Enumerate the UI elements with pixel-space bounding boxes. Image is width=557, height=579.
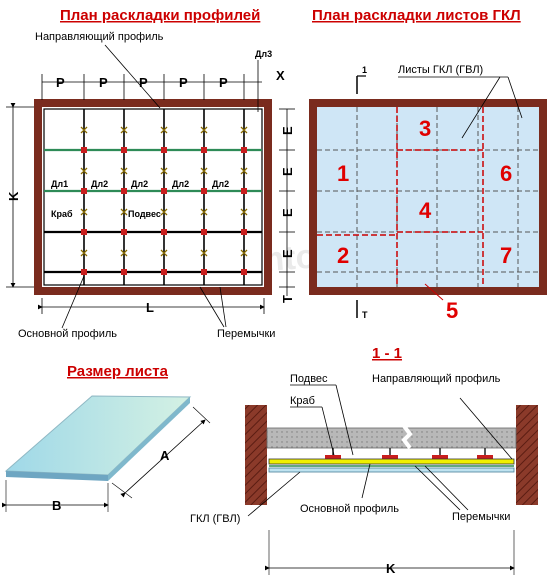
- section-main-profile: [268, 458, 515, 465]
- title-sheet-size: Размер листа: [67, 363, 169, 380]
- sheet-front-edge: [6, 471, 108, 481]
- section-mark-t: T: [362, 310, 368, 320]
- dim-e-1: E: [280, 126, 295, 135]
- dim-k-left: [6, 103, 34, 288]
- sheet-top-face: [4, 395, 192, 476]
- section-gkl-sheet: [268, 467, 515, 473]
- label-dl2-b: Дл2: [131, 179, 148, 189]
- sheets-area: [317, 107, 539, 287]
- dim-p-2: P: [99, 75, 108, 90]
- sheet-number-4: 4: [419, 198, 432, 223]
- label-hanger: Подвес: [128, 209, 161, 219]
- dim-x: X: [276, 68, 285, 83]
- sheet-number-3: 3: [419, 116, 431, 141]
- label-crab: Краб: [51, 209, 73, 219]
- sheet-number-2: 2: [337, 243, 349, 268]
- dim-b: B: [52, 498, 61, 513]
- label-dl1: Дл1: [51, 179, 68, 189]
- room-interior: [42, 107, 264, 287]
- section-label-hanger: Подвес: [290, 373, 328, 385]
- sheet-number-1: 1: [337, 161, 349, 186]
- dim-e-2: E: [280, 167, 295, 176]
- lintel-profiles: [44, 148, 262, 193]
- label-dl3: Дл3: [255, 49, 272, 59]
- section-label-main-profile: Основной профиль: [300, 503, 399, 515]
- section-wall-left: [245, 405, 267, 505]
- sheet-size-figure: A B: [2, 395, 211, 513]
- vertical-profiles: [83, 109, 245, 285]
- title-sheets-plan: План раскладки листов ГКЛ: [312, 7, 521, 24]
- dim-a: A: [160, 448, 170, 463]
- label-sheets-gkl: Листы ГКЛ (ГВЛ): [398, 64, 483, 76]
- sheet-number-7: 7: [500, 243, 512, 268]
- guide-profile-outline: [43, 108, 263, 286]
- concrete-slab: [266, 427, 517, 449]
- dim-p-5: P: [219, 75, 228, 90]
- hanger-marks: [80, 126, 248, 257]
- main-profiles: [44, 230, 262, 274]
- dim-p-4: P: [179, 75, 188, 90]
- dim-k-label: K: [6, 191, 21, 201]
- profiles-plan: Дл1 Дл2 Дл2 Дл2 Дл2 Дл3 Краб Подвес Напр…: [6, 31, 295, 340]
- section-label-crab: Краб: [290, 395, 315, 407]
- dim-p-3: P: [139, 75, 148, 90]
- section-1-1: Подвес Краб Направляющий профиль ГКЛ (ГВ…: [190, 373, 538, 576]
- section-label-guide-profile: Направляющий профиль: [372, 373, 501, 385]
- sheet-boundaries: [317, 107, 484, 287]
- title-section: 1 - 1: [372, 345, 402, 362]
- section-hangers: [332, 448, 486, 457]
- dim-e-3: E: [280, 208, 295, 217]
- dim-l-bottom: [38, 298, 265, 314]
- section-label-lintels: Перемычки: [452, 511, 510, 523]
- section-mark-1: 1: [362, 65, 367, 75]
- dim-p-row: [41, 74, 262, 100]
- sheet-number-6: 6: [500, 161, 512, 186]
- label-dl2-a: Дл2: [91, 179, 108, 189]
- label-lintels-1: Перемычки: [217, 328, 275, 340]
- section-wall-right: [516, 405, 538, 505]
- crab-connectors: [81, 147, 247, 275]
- sheet-number-5: 5: [446, 298, 458, 323]
- label-guide-profile-1: Направляющий профиль: [35, 31, 164, 43]
- dim-e-column: [279, 108, 295, 296]
- dim-e-4: E: [280, 249, 295, 258]
- dim-t-left: T: [280, 295, 295, 303]
- label-main-profile-1: Основной профиль: [18, 328, 117, 340]
- title-profiles-plan: План раскладки профилей: [60, 7, 260, 24]
- label-dl2-c: Дл2: [172, 179, 189, 189]
- sheets-plan: 1 2 3 4 5 6 7 Листы ГКЛ (ГВЛ) 1 T: [309, 64, 547, 323]
- label-dl2-d: Дл2: [212, 179, 229, 189]
- dim-p-1: P: [56, 75, 65, 90]
- dim-l-label: L: [146, 300, 154, 315]
- section-dim-k: K: [386, 561, 396, 576]
- section-crabs: [325, 455, 493, 459]
- section-label-gkl: ГКЛ (ГВЛ): [190, 513, 240, 525]
